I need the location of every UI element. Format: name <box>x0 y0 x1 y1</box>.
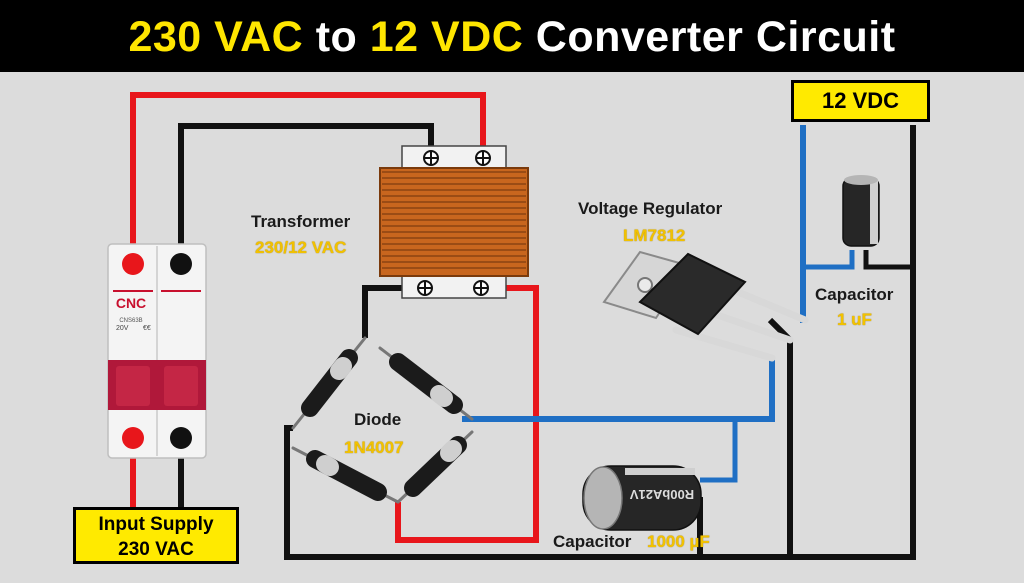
wire-red-primary <box>130 92 486 262</box>
title-part-output: 12 VDC <box>369 13 524 61</box>
breaker-terminal-red-top <box>122 253 144 275</box>
title-part-converter: Converter Circuit <box>535 13 896 61</box>
cap-large-value: 1000 µF <box>647 532 710 551</box>
terminal-screw-icon <box>417 150 491 296</box>
cap-large-marking: R00bA21V <box>630 487 695 502</box>
regulator-part: LM7812 <box>623 226 686 245</box>
breaker-rating: 20V <box>116 325 129 332</box>
bridge-name: Diode <box>354 410 402 429</box>
breaker-model: CNS63B <box>119 318 142 324</box>
title-part-to: to <box>315 13 358 61</box>
breaker-ce-mark: €€ <box>143 325 151 332</box>
transformer-coil <box>379 167 529 277</box>
transformer <box>379 145 529 299</box>
output-voltage-label: 12 VDC <box>791 80 930 122</box>
wire-smallcap-ground <box>863 250 913 270</box>
diode-icon <box>378 346 474 421</box>
wire-ground-rail <box>284 125 916 560</box>
breaker-terminal-black-top <box>170 253 192 275</box>
cap-large-name: Capacitor <box>553 532 632 551</box>
cap-small-value: 1 uF <box>837 310 872 329</box>
breaker-terminal-red-bottom <box>122 427 144 449</box>
wire-blue-bigcap2 <box>700 419 738 483</box>
circuit-breaker <box>107 243 207 459</box>
regulator-icon <box>602 250 809 362</box>
wire-blue-dc <box>462 358 775 422</box>
title-bar <box>0 0 1024 72</box>
input-supply-label: Input Supply 230 VAC <box>73 507 239 564</box>
diode-icon <box>291 446 400 504</box>
transformer-rating: 230/12 VAC <box>255 238 347 257</box>
bridge-rectifier <box>291 336 474 504</box>
input-supply-line1: Input Supply <box>98 514 214 535</box>
breaker-terminal-black-bottom <box>170 427 192 449</box>
diode-icon <box>396 430 474 504</box>
bridge-part: 1N4007 <box>344 438 404 457</box>
wire-black-primary <box>178 123 434 262</box>
capacitor-icon: R00bA21V <box>582 465 702 531</box>
page-title: 230 VAC to 12 VDC Converter Circuit <box>0 0 1024 72</box>
transformer-name: Transformer <box>251 212 351 231</box>
cap-small-name: Capacitor <box>815 285 894 304</box>
input-supply-line2: 230 VAC <box>118 539 194 560</box>
wire-blue-smallcap <box>803 250 855 270</box>
capacitor-icon <box>842 175 880 247</box>
transformer-windings <box>382 171 526 269</box>
diode-icon <box>291 336 367 430</box>
regulator-name: Voltage Regulator <box>578 199 723 218</box>
breaker-brand: CNC <box>116 295 146 311</box>
wire-red-secondary <box>395 285 539 543</box>
wires <box>130 92 916 560</box>
title-part-input: 230 VAC <box>128 13 304 61</box>
